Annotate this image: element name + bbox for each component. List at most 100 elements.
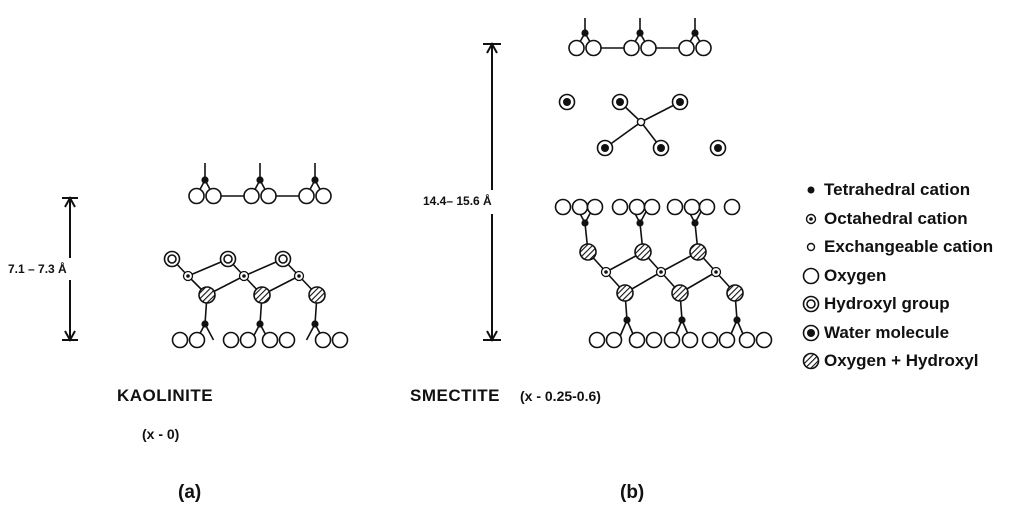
oxygen-atom [643,198,661,216]
octahedral-cation-atom [600,266,612,278]
tetrahedral-cation-atom [256,176,264,184]
tetrahedral-cation-atom [581,219,589,227]
oxygen-atom [298,187,315,205]
kaolinite-formula: (x - 0) [142,426,180,442]
legend-item: Oxygen [800,262,993,291]
legend-label: Water molecule [824,322,950,342]
tetrahedral-cation-atom [691,219,699,227]
legend: Tetrahedral cation Octahedral cation Exc… [800,176,993,376]
oxygen-atom [554,198,572,216]
oxygen-atom [640,39,657,57]
oxygen-atom [663,331,681,349]
oxygen-atom [260,187,277,205]
oxygen-atom [678,39,695,57]
smectite-name: SMECTITE [410,386,500,405]
oxygen-atom [628,331,646,349]
oxygen-atom [628,198,646,216]
oxygen-hydroxyl-atom [308,286,326,304]
oxygen-atom [723,198,741,216]
oxygen-atom [243,187,260,205]
oxygen-hydroxyl-atom [726,284,744,302]
oxygen-hydroxyl-atom [671,284,689,302]
octahedral-cation-atom [238,270,250,282]
legend-label: Tetrahedral cation [824,180,971,200]
oxygen-icon [802,267,820,285]
hydroxyl-group-atom [219,250,237,268]
tetrahedral-cation-atom [256,320,264,328]
legend-label: Exchangeable cation [824,237,994,257]
panel-a-label: (a) [178,482,202,503]
water-molecule-atom [652,139,670,157]
oxygen-atom [205,187,222,205]
tetrahedral-cation-icon [807,186,815,194]
oxygen-atom [261,331,279,349]
legend-item: Tetrahedral cation [800,176,993,205]
oxygen-atom [239,331,257,349]
hydroxyl-group-icon [802,295,820,313]
smectite-spacing-label: 14.4– 15.6 Å [423,194,492,208]
legend-label: Octahedral cation [824,208,968,228]
legend-label: Oxygen [824,265,887,285]
oxygen-hydroxyl-atom [579,243,597,261]
oxygen-atom [588,331,606,349]
water-molecule-icon [802,324,820,342]
tetrahedral-cation-atom [201,320,209,328]
legend-item: Water molecule [800,319,993,348]
oxygen-atom [611,198,629,216]
oxygen-atom [605,331,623,349]
tetrahedral-cation-atom [581,29,589,37]
oxygen-atom [586,198,604,216]
legend-label: Hydroxyl group [824,294,950,314]
oxygen-atom [695,39,712,57]
kaolinite-name: KAOLINITE [117,386,214,405]
oxygen-hydroxyl-atom [253,286,271,304]
water-molecule-atom [558,93,576,111]
tetrahedral-cation-atom [636,219,644,227]
oxygen-atom [571,198,589,216]
oxygen-atom [623,39,640,57]
oxygen-atom [698,198,716,216]
atoms [163,29,773,349]
smectite-formula: (x - 0.25-0.6) [520,388,601,404]
oxygen-atom [314,331,332,349]
tetrahedral-cation-atom [311,176,319,184]
oxygen-atom [568,39,585,57]
oxygen-atom [171,331,189,349]
oxygen-atom [222,331,240,349]
oxygen-atom [755,331,773,349]
oxygen-atom [738,331,756,349]
tetrahedral-cation-atom [678,316,686,324]
legend-item: Hydroxyl group [800,290,993,319]
octahedral-cation-atom [293,270,305,282]
legend-item: Octahedral cation [800,205,993,234]
water-molecule-atom [596,139,614,157]
water-molecule-atom [709,139,727,157]
exchangeable-cation-atom [636,117,646,127]
tetrahedral-cation-atom [311,320,319,328]
water-molecule-atom [671,93,689,111]
kaolinite-spacing-label: 7.1 – 7.3 Å [8,262,67,276]
oxygen-atom [683,198,701,216]
oxygen-atom [585,39,602,57]
oxygen-atom [315,187,332,205]
oxygen-atom [701,331,719,349]
hydroxyl-group-atom [163,250,181,268]
hydroxyl-group-atom [274,250,292,268]
oxygen-atom [188,187,205,205]
oxygen-hydroxyl-atom [198,286,216,304]
octahedral-cation-atom [182,270,194,282]
kaolinite-dimension-bracket [62,195,78,343]
tetrahedral-cation-atom [636,29,644,37]
tetrahedral-cation-atom [201,176,209,184]
tetrahedral-cation-atom [733,316,741,324]
oxygen-hydroxyl-icon [802,352,820,370]
legend-label: Oxygen + Hydroxyl [824,351,979,371]
smectite-dimension-bracket [483,41,501,343]
tetrahedral-cation-atom [691,29,699,37]
oxygen-atom [278,331,296,349]
tetrahedral-cation-atom [623,316,631,324]
oxygen-hydroxyl-atom [634,243,652,261]
legend-item: Exchangeable cation [800,233,993,262]
octahedral-cation-atom [655,266,667,278]
